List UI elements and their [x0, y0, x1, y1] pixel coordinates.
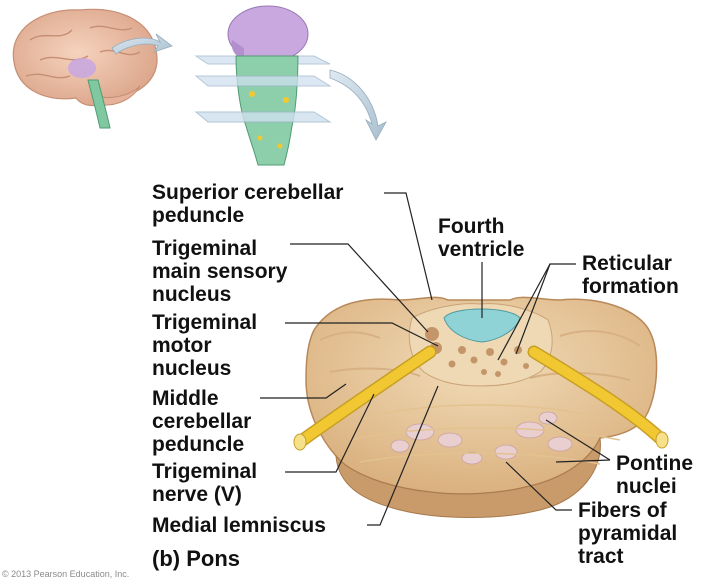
label-superior-cerebellar-peduncle: Superior cerebellar peduncle [152, 181, 344, 227]
figure-caption: (b) Pons [152, 546, 240, 572]
trigeminal-nerves [293, 345, 669, 451]
label-trigeminal-motor-nucleus: Trigeminal motor nucleus [152, 311, 258, 380]
caption-part: (b) [152, 546, 181, 571]
whole-brain-icon [12, 8, 158, 129]
pons-cross-section [305, 296, 658, 518]
label-middle-cerebellar-peduncle: Middle cerebellar peduncle [152, 387, 252, 456]
label-medial-lemniscus: Medial lemniscus [152, 514, 326, 537]
leader-lines [260, 192, 611, 526]
arrow-2-icon [329, 69, 387, 141]
brainstem-with-planes-icon [194, 5, 332, 166]
label-fibers-of-pyramidal-tract: Fibers of pyramidal tract [578, 499, 678, 568]
label-pontine-nuclei: Pontine nuclei [616, 452, 693, 498]
label-trigeminal-main-sensory-nucleus: Trigeminal main sensory nucleus [152, 237, 288, 306]
label-reticular-formation: Reticular formation [582, 252, 679, 298]
label-fourth-ventricle: Fourth ventricle [438, 215, 525, 261]
arrow-1-icon [111, 33, 173, 55]
copyright-notice: © 2013 Pearson Education, Inc. [2, 569, 130, 579]
label-trigeminal-nerve: Trigeminal nerve (V) [152, 460, 258, 506]
caption-title: Pons [186, 546, 241, 571]
